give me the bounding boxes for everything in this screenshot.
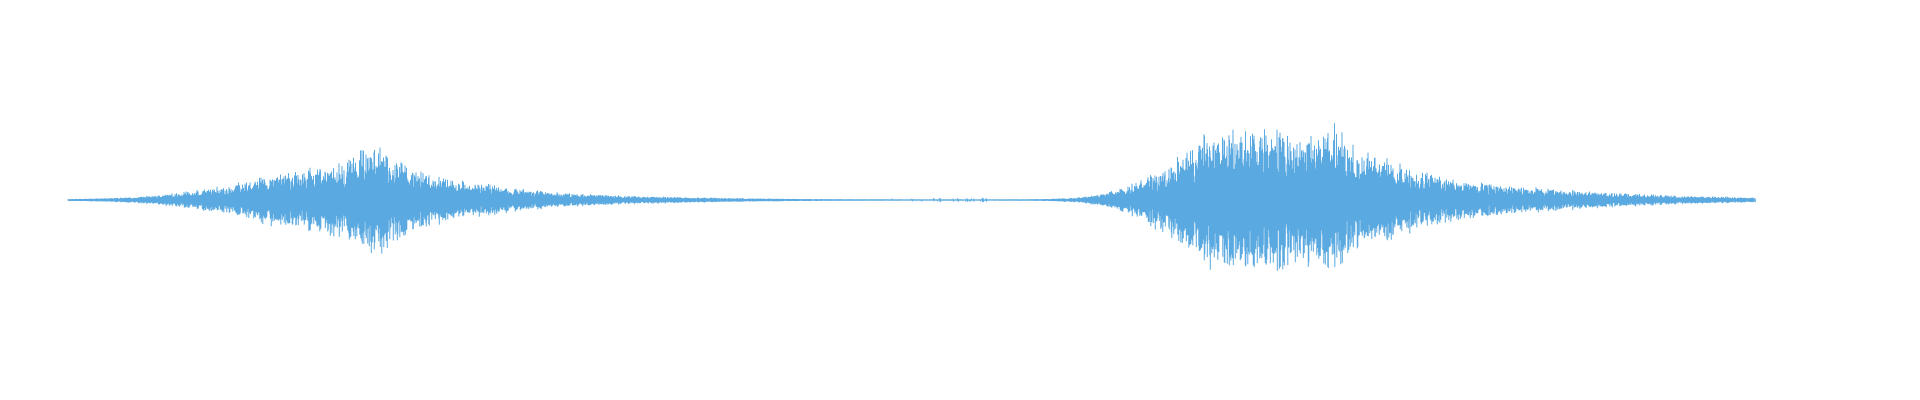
waveform-trace — [67, 123, 1756, 271]
